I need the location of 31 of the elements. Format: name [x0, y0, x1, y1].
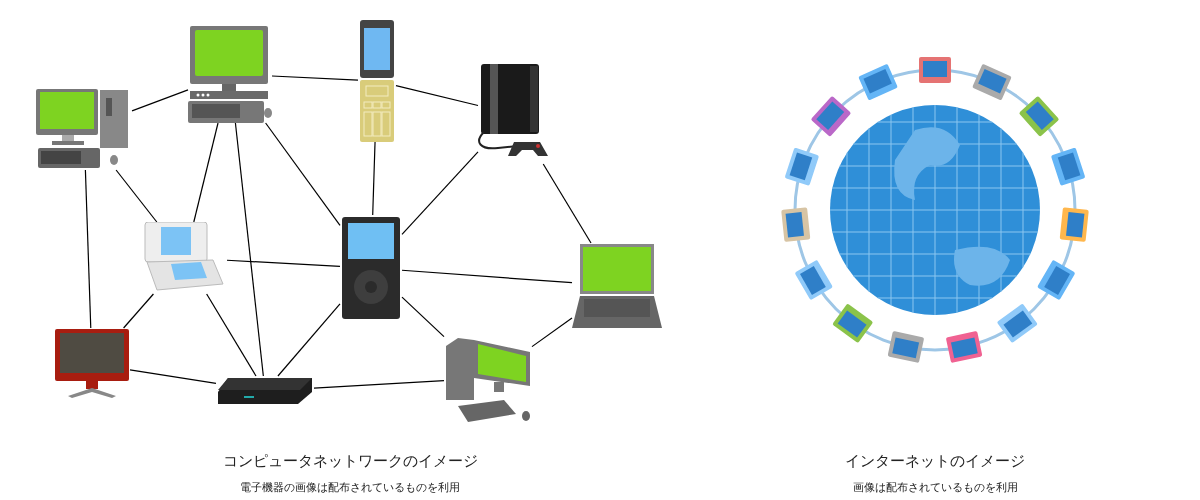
- connection-line: [372, 141, 376, 216]
- connection-line: [401, 151, 479, 235]
- connection-line: [115, 169, 158, 223]
- television-drawing: [54, 328, 130, 400]
- handheld-game-drawing: [143, 222, 227, 294]
- laptop-drawing: [572, 243, 662, 329]
- desktop-computer-drawing: [188, 25, 272, 123]
- connection-line: [401, 269, 573, 284]
- credit-note: 電子機器の画像は配布されているものを利用: [240, 480, 460, 495]
- connection-line: [395, 85, 479, 107]
- connection-line: [271, 75, 359, 81]
- connection-line: [234, 122, 264, 377]
- router-drawing: [216, 376, 314, 406]
- connection-line: [226, 259, 341, 267]
- connection-line: [193, 122, 219, 223]
- connection-line: [313, 379, 445, 389]
- connection-line: [131, 89, 189, 112]
- credit-note: 画像は配布されているものを利用: [852, 480, 1018, 495]
- connection-line: [265, 122, 341, 226]
- connection-line: [84, 169, 92, 329]
- connection-line: [206, 293, 257, 377]
- caption-heading: コンピュータネットワークのイメージ: [222, 452, 478, 471]
- connection-line: [277, 303, 341, 377]
- caption-heading: インターネットのイメージ: [845, 452, 1025, 471]
- connection-line: [123, 293, 154, 329]
- connection-line: [531, 317, 573, 348]
- music-player-drawing: [340, 215, 402, 321]
- connection-line: [542, 163, 592, 244]
- connection-line: [401, 296, 445, 338]
- flip-phone-drawing: [358, 20, 396, 142]
- connection-line: [129, 369, 217, 384]
